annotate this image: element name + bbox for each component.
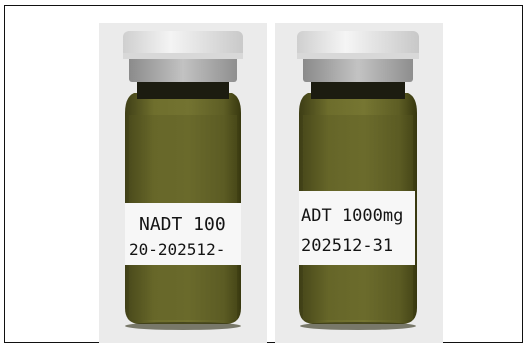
vial-crimp-collar	[303, 56, 413, 82]
vial-label	[299, 191, 415, 265]
vial-cap	[297, 31, 419, 59]
label-line-2: 20-202512-	[129, 240, 225, 259]
vial-label	[125, 203, 241, 265]
vial-neck	[311, 79, 405, 99]
photo-frame: NADT 100 20-202512-	[4, 5, 523, 343]
vial-photo-right: ADT 1000mg 202512-31	[275, 23, 443, 343]
label-line-2: 202512-31	[301, 236, 393, 256]
vial-crimp-collar	[129, 56, 237, 82]
vial-left-illustration: NADT 100 20-202512-	[99, 23, 267, 343]
vial-neck	[137, 79, 229, 99]
vial-cap	[123, 31, 243, 59]
vial-right-illustration: ADT 1000mg 202512-31	[275, 23, 443, 343]
label-line-1: NADT 100	[139, 214, 226, 235]
vial-photo-left: NADT 100 20-202512-	[99, 23, 267, 343]
label-line-1: ADT 1000mg	[301, 206, 403, 226]
